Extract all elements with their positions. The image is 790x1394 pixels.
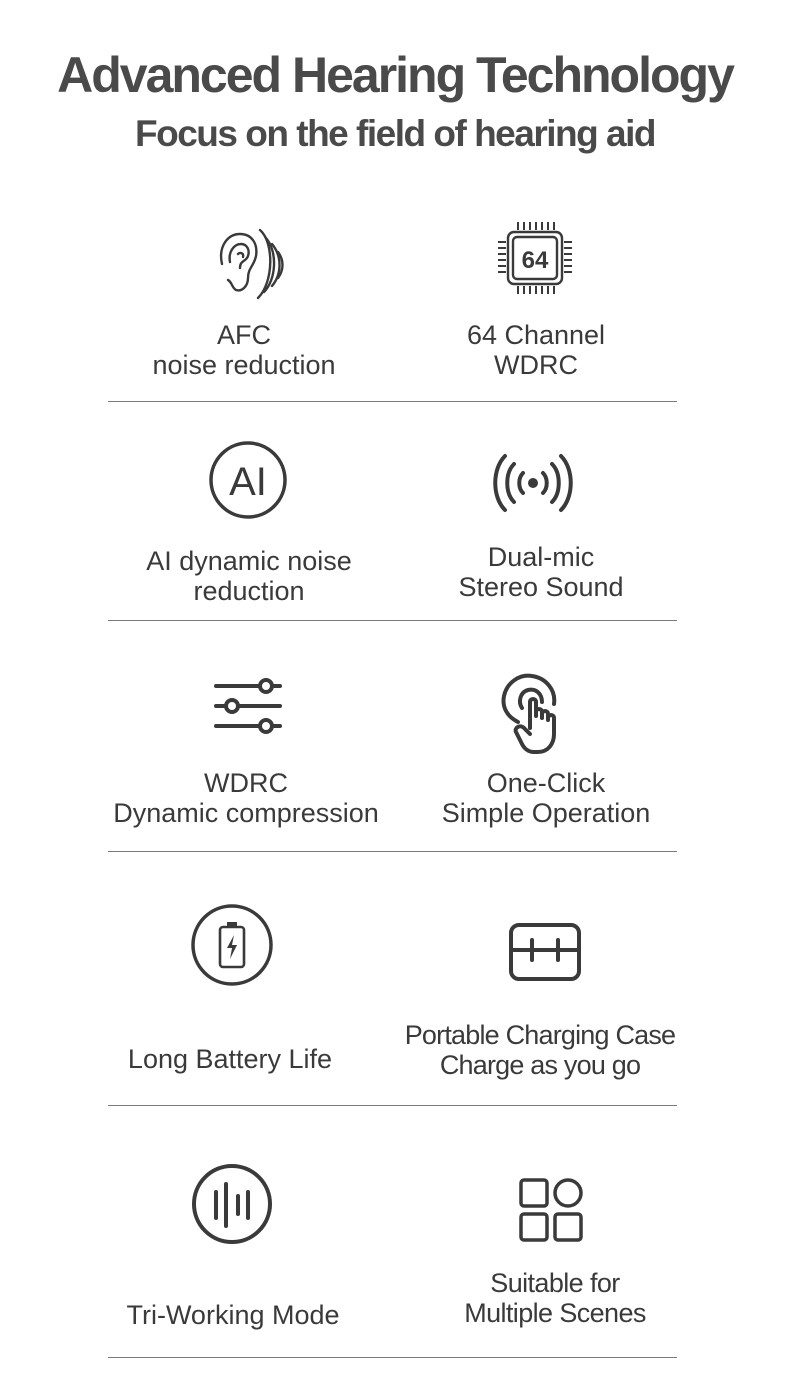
feature-line1: Suitable for [490,1268,620,1298]
feature-line1: 64 Channel [466,320,606,350]
feature-line2: noise reduction [152,350,336,380]
feature-line2: Multiple Scenes [464,1298,646,1328]
feature-line2: Stereo Sound [458,572,624,602]
divider [108,401,677,402]
feature-label-tri-working: Tri-Working Mode [96,1300,370,1330]
divider [108,1357,677,1358]
feature-line2: WDRC [494,350,578,380]
sliders-icon [212,676,284,738]
feature-line1: WDRC [204,768,288,798]
feature-line2: Simple Operation [441,798,651,828]
feature-line1: Portable Charging Case [404,1020,676,1050]
divider [108,620,677,621]
feature-line1: One-Click [486,768,606,798]
feature-label-scenes: Suitable for Multiple Scenes [410,1268,700,1328]
feature-label-dual-mic: Dual-mic Stereo Sound [396,542,686,602]
ai-circle-icon: AI [208,440,288,520]
broadcast-icon [492,452,574,514]
equalizer-circle-icon [190,1162,274,1246]
feature-label-ai-noise: AI dynamic noise reduction [104,546,394,606]
feature-line2: Charge as you go [439,1050,641,1080]
feature-line1: AI dynamic noise [146,546,352,576]
page-title: Advanced Hearing Technology [57,47,735,103]
chip-64-text: 64 [522,247,549,274]
charging-case-icon [508,922,582,982]
feature-line2: Dynamic compression [113,798,379,828]
divider [108,851,677,852]
page-subtitle: Focus on the field of hearing aid [135,113,656,154]
ai-badge-text: AI [229,460,267,504]
feature-label-wdrc: WDRC Dynamic compression [96,768,396,828]
feature-line1: Long Battery Life [127,1044,333,1074]
feature-line2: reduction [193,576,305,606]
ear-sound-icon [214,224,286,304]
feature-label-one-click: One-Click Simple Operation [396,768,696,828]
battery-icon [190,903,274,987]
feature-line1: Tri-Working Mode [126,1300,340,1330]
tap-hand-icon [500,672,570,756]
feature-label-64-channel: 64 Channel WDRC [396,320,676,380]
feature-label-afc: AFC noise reduction [104,320,384,380]
feature-label-battery: Long Battery Life [96,1044,364,1074]
feature-line1: AFC [217,320,271,350]
grid-apps-icon [518,1177,584,1243]
chip-64-icon: 64 [496,220,574,296]
feature-line1: Dual-mic [487,542,595,572]
divider [108,1105,677,1106]
feature-label-charging-case: Portable Charging Case Charge as you go [386,1020,694,1080]
